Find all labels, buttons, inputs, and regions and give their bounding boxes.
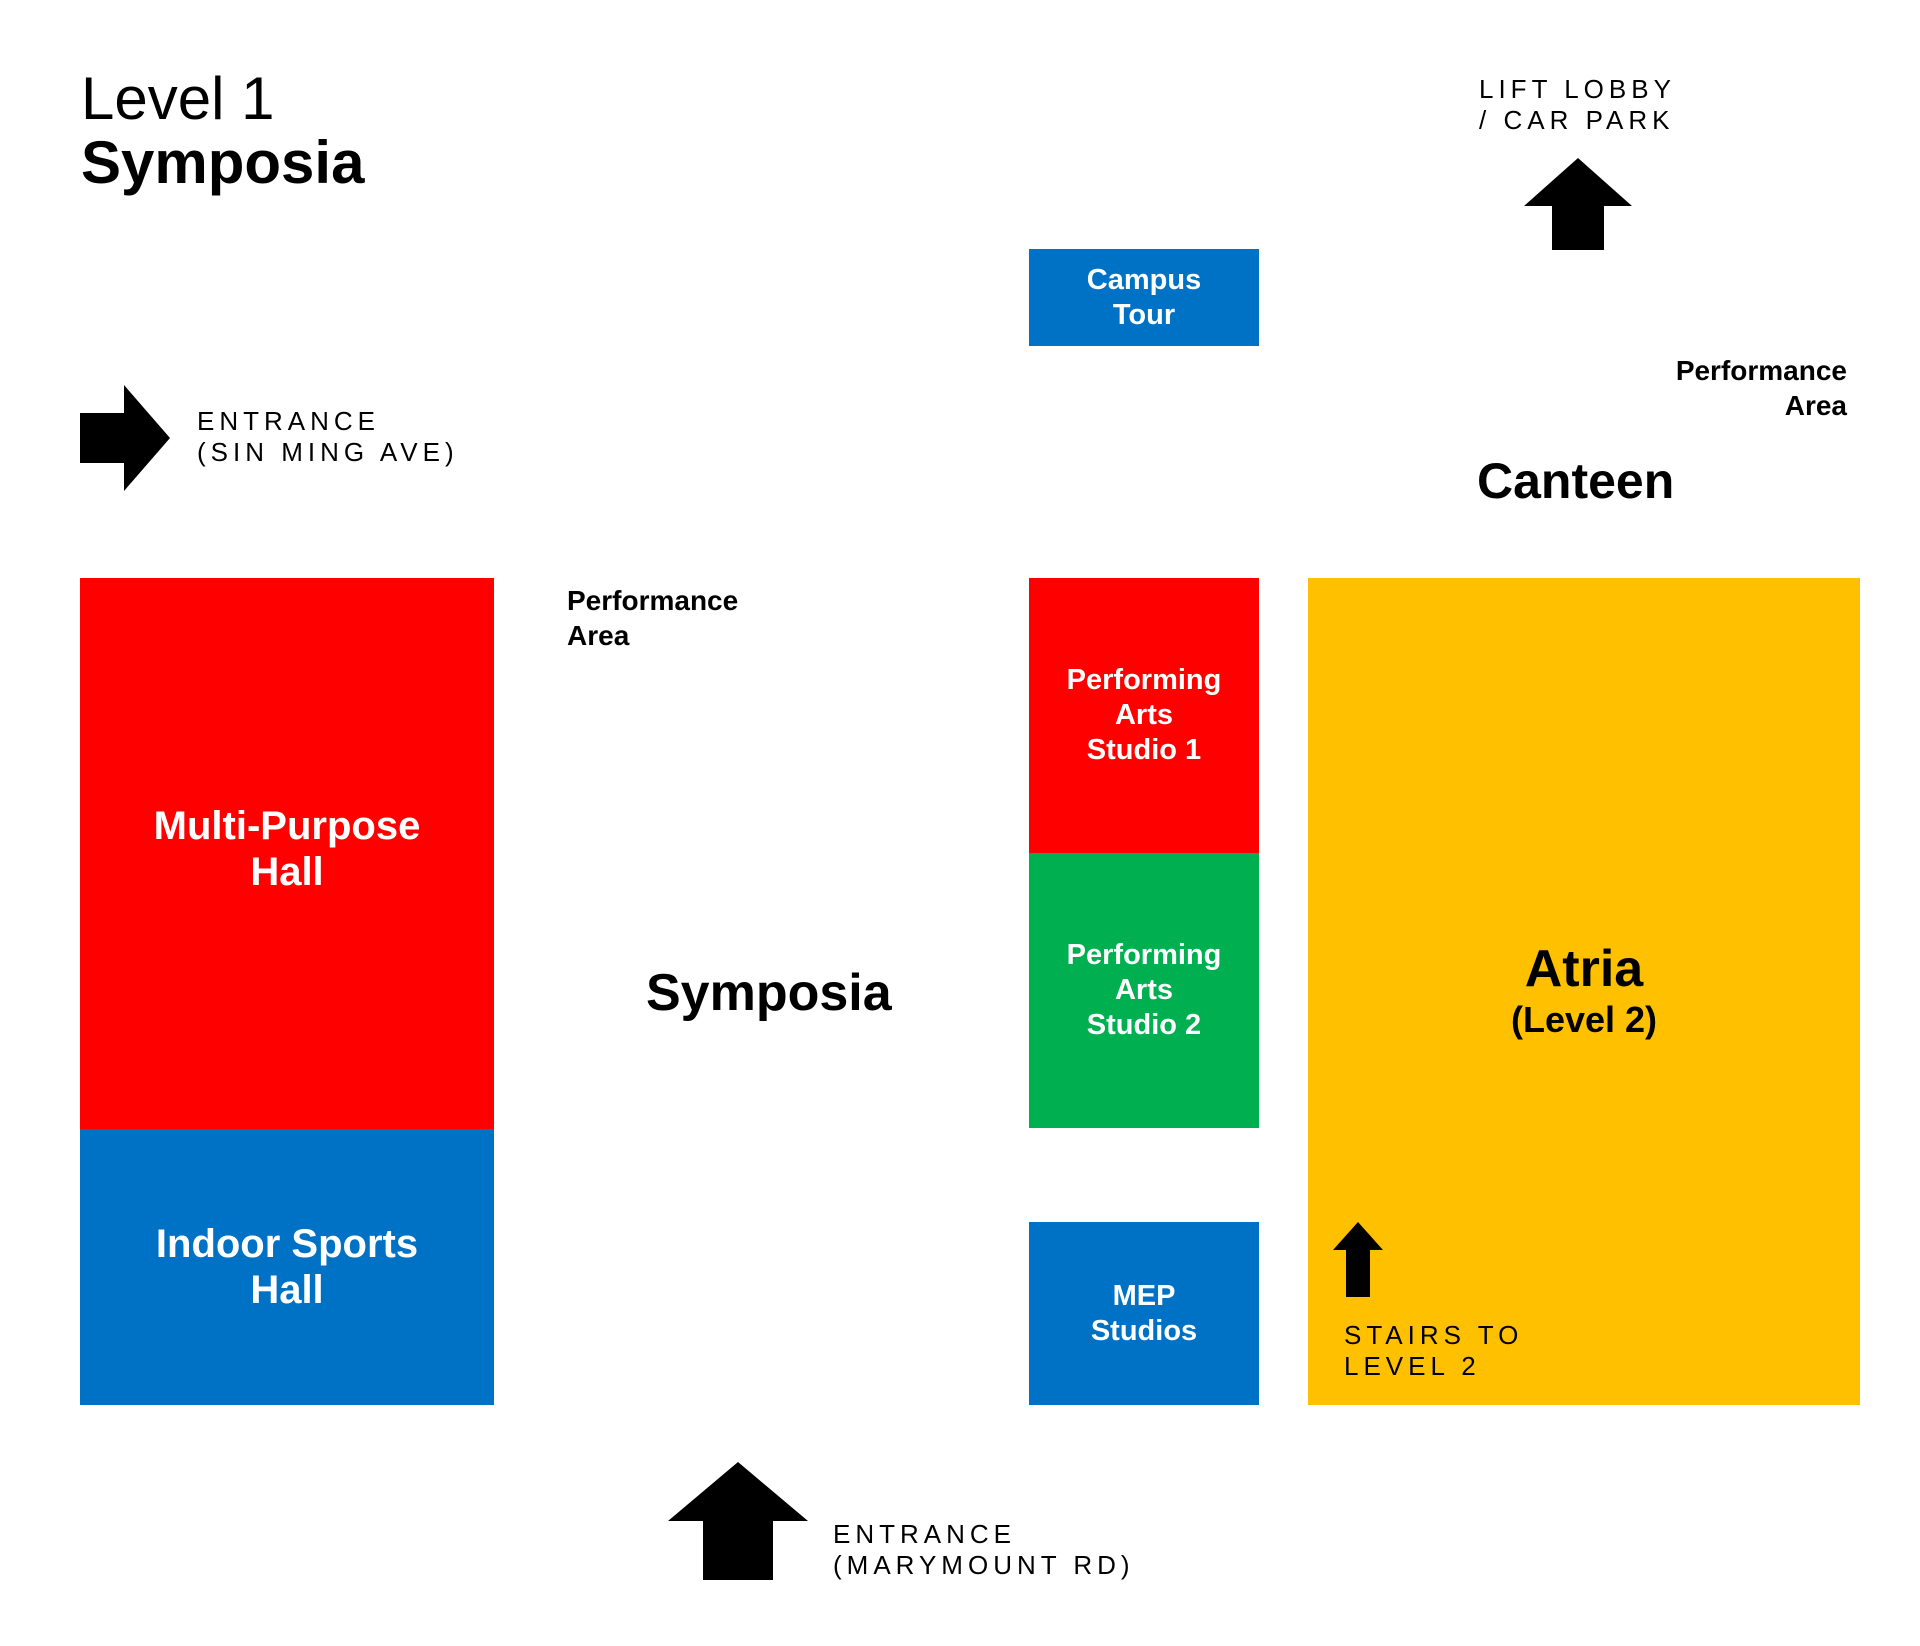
entrance-south-label: ENTRANCE (MARYMOUNT RD) bbox=[833, 1519, 1135, 1581]
room-atria-level-2[interactable]: Atria (Level 2) bbox=[1308, 578, 1860, 1405]
room-multi-purpose-hall-line1: Multi-Purpose bbox=[153, 803, 421, 848]
room-indoor-sports-hall[interactable]: Indoor Sports Hall bbox=[80, 1129, 494, 1405]
map-title-name: Symposia bbox=[81, 129, 365, 196]
room-campus-tour[interactable]: Campus Tour bbox=[1029, 249, 1259, 346]
room-mep-studios-line1: MEP bbox=[1112, 1279, 1176, 1312]
entrance-south-line1: ENTRANCE bbox=[833, 1519, 1017, 1549]
entrance-south-arrow-up-icon[interactable] bbox=[668, 1462, 808, 1580]
room-pa-studio-2-line3: Studio 2 bbox=[1086, 1009, 1202, 1041]
entrance-west-line2: (SIN MING AVE) bbox=[197, 437, 459, 467]
stairs-label-line2: LEVEL 2 bbox=[1344, 1351, 1481, 1381]
performance-area-right-label: Performance Area bbox=[1656, 353, 1847, 423]
room-indoor-sports-hall-line2: Hall bbox=[250, 1268, 324, 1312]
entrance-west-arrow-right-icon[interactable] bbox=[80, 385, 170, 491]
room-pa-studio-1-line3: Studio 1 bbox=[1086, 734, 1202, 766]
performance-area-center-line2: Area bbox=[567, 620, 630, 651]
entrance-west-label: ENTRANCE (SIN MING AVE) bbox=[197, 406, 459, 468]
room-performing-arts-studio-2[interactable]: Performing Arts Studio 2 bbox=[1029, 853, 1259, 1128]
room-pa-studio-1-line2: Arts bbox=[1114, 699, 1173, 731]
room-campus-tour-line1: Campus bbox=[1086, 263, 1202, 296]
performance-area-right-line1: Performance bbox=[1675, 355, 1847, 386]
stairs-label: STAIRS TO LEVEL 2 bbox=[1344, 1320, 1523, 1382]
room-multi-purpose-hall[interactable]: Multi-Purpose Hall bbox=[80, 578, 494, 1129]
entrance-south-line2: (MARYMOUNT RD) bbox=[833, 1550, 1135, 1580]
map-title-level: Level 1 bbox=[81, 65, 275, 132]
entrance-west-line1: ENTRANCE bbox=[197, 406, 381, 436]
performance-area-center-line1: Performance bbox=[567, 585, 739, 616]
room-campus-tour-line2: Tour bbox=[1112, 298, 1176, 331]
room-multi-purpose-hall-line2: Hall bbox=[250, 849, 324, 894]
stairs-arrow-up-icon[interactable] bbox=[1333, 1222, 1383, 1297]
room-indoor-sports-hall-line1: Indoor Sports bbox=[155, 1222, 419, 1266]
room-performing-arts-studio-1[interactable]: Performing Arts Studio 1 bbox=[1029, 578, 1259, 853]
room-atria-line2: (Level 2) bbox=[1510, 999, 1658, 1040]
lift-lobby-label: LIFT LOBBY / CAR PARK bbox=[1479, 74, 1676, 136]
room-mep-studios[interactable]: MEP Studios bbox=[1029, 1222, 1259, 1405]
lift-lobby-label-line2: / CAR PARK bbox=[1479, 105, 1675, 135]
performance-area-right-line2: Area bbox=[1784, 390, 1847, 421]
performance-area-center-label: Performance Area bbox=[567, 583, 738, 653]
lift-lobby-label-line1: LIFT LOBBY bbox=[1479, 74, 1676, 104]
lift-lobby-arrow-up-icon[interactable] bbox=[1524, 158, 1632, 250]
room-pa-studio-2-line1: Performing bbox=[1066, 939, 1222, 971]
room-pa-studio-2-line2: Arts bbox=[1114, 974, 1173, 1006]
room-pa-studio-1-line1: Performing bbox=[1066, 664, 1222, 696]
stairs-label-line1: STAIRS TO bbox=[1344, 1320, 1524, 1350]
symposia-area-label: Symposia bbox=[646, 964, 892, 1022]
room-mep-studios-line2: Studios bbox=[1090, 1314, 1198, 1347]
room-atria-line1: Atria bbox=[1524, 940, 1644, 998]
canteen-label: Canteen bbox=[1477, 453, 1675, 509]
